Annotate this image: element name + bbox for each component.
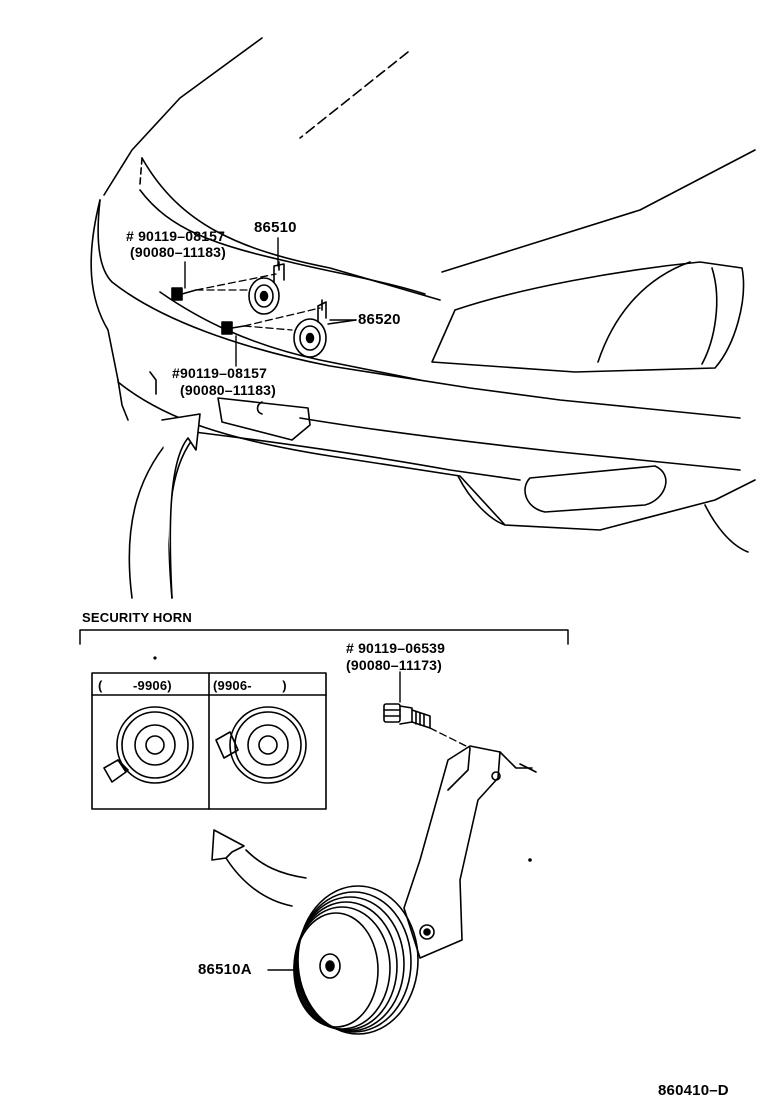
hood-crease-line [139, 157, 143, 185]
license-plate-area [217, 397, 311, 441]
figure-id: 860410–D [658, 1082, 729, 1099]
body-side-left [117, 379, 129, 421]
leader-lines [184, 237, 401, 971]
headlight-reflector [701, 267, 718, 365]
vehicle-front-body [90, 37, 756, 553]
security-horn-bracket-mount [403, 745, 537, 959]
headlight-inner [597, 261, 691, 363]
callout-horn-low: 86520 [358, 311, 401, 328]
variant-horn-late [215, 706, 307, 784]
variant-range-late: (9906- ) [213, 678, 287, 693]
install-lines [195, 273, 471, 749]
speck [528, 858, 532, 862]
hood-upper-line [141, 157, 441, 301]
air-dam-line [299, 417, 741, 471]
security-horn-bracket [79, 629, 569, 645]
speck [153, 656, 157, 660]
horn-high-on-vehicle [248, 261, 285, 315]
hood-leading-edge [139, 189, 426, 295]
bumper-curve-line [457, 475, 506, 526]
windshield-line [103, 37, 263, 196]
callout-horn-high: 86510 [254, 219, 297, 236]
callout-mid-bolt-alt: (90080–11183) [180, 382, 277, 398]
variant-table [91, 672, 327, 810]
horn-low-on-vehicle [293, 299, 327, 358]
fender-line [441, 149, 756, 273]
arrow-to-table [211, 829, 307, 907]
wheel-arch-line [704, 504, 749, 553]
fog-lamp [524, 465, 667, 513]
callout-security-bolt-part: # 90119–06539 [346, 640, 446, 656]
security-horn-title: SECURITY HORN [82, 610, 192, 625]
bumper-lower-line [117, 381, 756, 531]
bracket-outline-left [149, 371, 157, 395]
callout-top-bolt-alt: (90080–11183) [130, 244, 227, 260]
license-hole [256, 401, 263, 415]
callout-security-bolt-alt: (90080–11173) [346, 657, 443, 673]
arrow-to-vehicle [128, 413, 201, 599]
callout-mid-bolt-part: #90119–08157 [172, 365, 268, 381]
security-horn-bolt [383, 703, 431, 729]
callout-security-horn: 86510A [198, 961, 252, 978]
bumper-top-line [97, 199, 741, 419]
variant-horn-early [103, 706, 194, 784]
bolt-upper [171, 287, 197, 301]
a-pillar-line [299, 51, 409, 139]
callout-top-bolt-part: # 90119–08157 [126, 228, 226, 244]
security-horn-body [293, 885, 419, 1035]
headlight-lens [431, 261, 745, 373]
variant-range-early: ( -9906) [98, 678, 172, 693]
bumper-valance-line [177, 429, 521, 481]
bumper-side-line [90, 199, 119, 381]
bolt-lower [221, 321, 245, 335]
